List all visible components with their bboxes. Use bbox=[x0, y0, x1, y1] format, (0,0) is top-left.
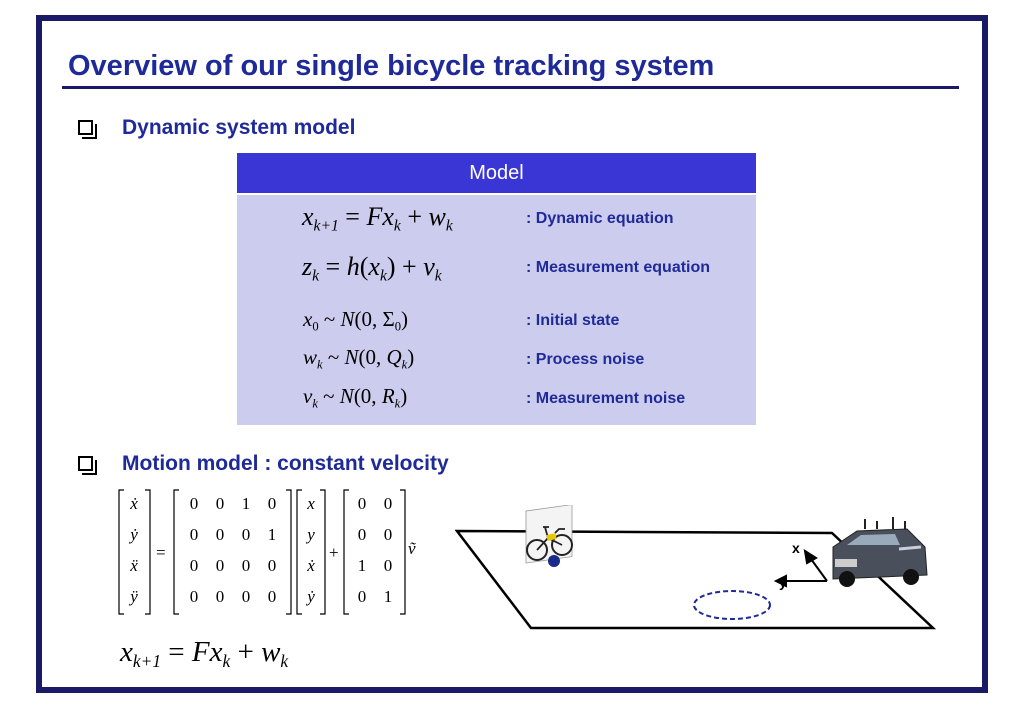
section-heading-dynamic-model: Dynamic system model bbox=[122, 116, 356, 139]
axis-x-label: x bbox=[792, 540, 800, 556]
bullet-checkbox-icon bbox=[78, 120, 97, 139]
f-matrix-entry: 0 bbox=[242, 587, 251, 606]
ground-plane bbox=[454, 529, 937, 630]
derivative-vector-entry: ẏ bbox=[128, 525, 138, 544]
f-matrix-entry: 0 bbox=[216, 587, 225, 606]
f-matrix-entry: 0 bbox=[216, 556, 225, 575]
equation-process-noise: wk ~ N(0, Qk) bbox=[303, 345, 415, 372]
g-matrix-entry: 1 bbox=[384, 587, 393, 606]
model-table-body bbox=[237, 195, 756, 425]
g-matrix-entry: 0 bbox=[358, 587, 367, 606]
derivative-vector-entry: ÿ bbox=[128, 587, 138, 606]
f-matrix-entry: 0 bbox=[190, 525, 199, 544]
desc-initial-state: : Initial state bbox=[526, 312, 620, 329]
g-matrix-entry: 1 bbox=[358, 556, 367, 575]
slide-title: Overview of our single bicycle tracking … bbox=[68, 50, 715, 82]
derivative-vector-entry: ẋ bbox=[129, 494, 138, 513]
desc-process-noise: : Process noise bbox=[526, 351, 645, 368]
g-matrix-entry: 0 bbox=[384, 494, 393, 513]
f-matrix-entry: 0 bbox=[190, 494, 199, 513]
trajectory-ellipse bbox=[693, 590, 771, 620]
model-table-header: Model bbox=[237, 153, 756, 193]
vehicle-icon bbox=[832, 517, 928, 587]
coordinate-axes bbox=[773, 548, 828, 588]
state-vector-entry: ẏ bbox=[305, 587, 315, 606]
derivative-vector-entry: ẍ bbox=[129, 556, 138, 575]
svg-text:=: = bbox=[156, 543, 166, 562]
g-matrix-entry: 0 bbox=[384, 525, 393, 544]
tracking-scene-illustration: x y bbox=[454, 504, 940, 640]
f-matrix-entry: 1 bbox=[268, 525, 277, 544]
equation-initial-state: x0 ~ N(0, Σ0) bbox=[303, 307, 409, 334]
desc-dynamic-equation: : Dynamic equation bbox=[526, 210, 674, 227]
svg-text:+: + bbox=[329, 543, 339, 562]
g-matrix-entry: 0 bbox=[384, 556, 393, 575]
equation-measurement-noise: vk ~ N(0, Rk) bbox=[303, 384, 408, 411]
equation-measurement: zk = h(xk) + vk bbox=[302, 252, 442, 285]
bullet-checkbox-icon bbox=[78, 456, 97, 475]
g-matrix-entry: 0 bbox=[358, 525, 367, 544]
title-underline bbox=[62, 86, 959, 89]
section-heading-motion-model: Motion model : constant velocity bbox=[122, 452, 449, 475]
f-matrix-entry: 0 bbox=[216, 525, 225, 544]
state-vector-entry: x bbox=[306, 494, 315, 513]
state-vector-entry: ẋ bbox=[306, 556, 315, 575]
scene-svg: x y bbox=[454, 504, 937, 630]
f-matrix-entry: 0 bbox=[216, 494, 225, 513]
desc-measurement-noise: : Measurement noise bbox=[526, 390, 686, 407]
f-matrix-entry: 0 bbox=[268, 587, 277, 606]
f-matrix-entry: 0 bbox=[242, 556, 251, 575]
desc-measurement-equation: : Measurement equation bbox=[526, 259, 711, 276]
bicycle-icon bbox=[525, 504, 573, 567]
f-matrix-entry: 0 bbox=[268, 556, 277, 575]
axis-y-label: y bbox=[779, 574, 787, 590]
g-matrix-entry: 0 bbox=[358, 494, 367, 513]
noise-vector-label: ṽ bbox=[408, 539, 416, 558]
equation-state-transition: xk+1 = Fxk + wk bbox=[120, 636, 289, 672]
f-matrix-entry: 0 bbox=[190, 556, 199, 575]
f-matrix-entry: 1 bbox=[242, 494, 251, 513]
f-matrix-entry: 0 bbox=[268, 494, 277, 513]
equation-dynamic: xk+1 = Fxk + wk bbox=[302, 202, 453, 235]
f-matrix-entry: 0 bbox=[242, 525, 251, 544]
f-matrix-entry: 0 bbox=[190, 587, 199, 606]
state-vector-entry: y bbox=[305, 525, 315, 544]
